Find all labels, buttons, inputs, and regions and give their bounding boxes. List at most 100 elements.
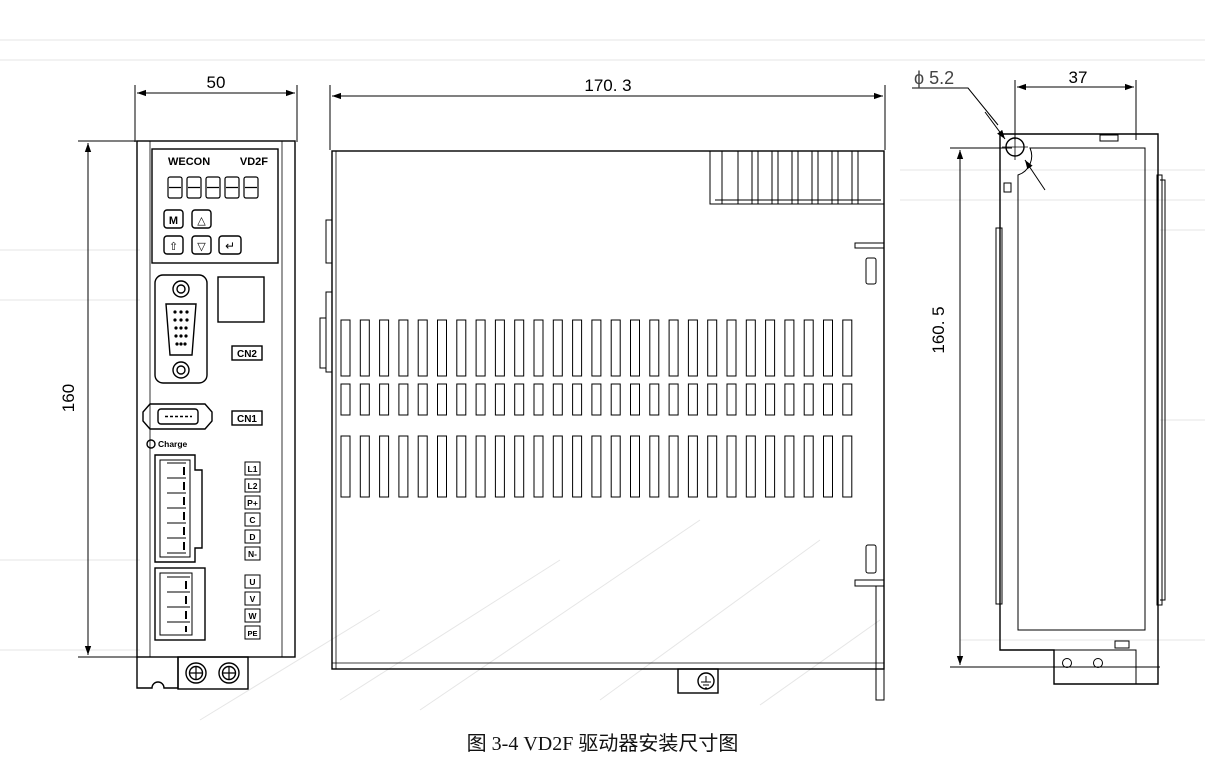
- vent-slot: [687, 383, 698, 416]
- svg-text:L2: L2: [248, 481, 258, 491]
- vent-slot: [765, 435, 776, 498]
- vent-slots: [340, 319, 853, 498]
- vent-slot: [572, 383, 583, 416]
- vent-slot: [726, 319, 737, 377]
- cn2-label: CN2: [237, 349, 257, 360]
- charge-label: Charge: [158, 439, 188, 449]
- vent-slot: [668, 319, 679, 377]
- vent-slot: [630, 319, 640, 377]
- cn1-connector: [142, 403, 213, 430]
- vent-slot: [572, 435, 583, 498]
- display-panel: [151, 148, 279, 264]
- vent-slot: [494, 435, 505, 498]
- vent-slot: [707, 435, 718, 498]
- vent-slot: [591, 383, 602, 416]
- vent-slot: [668, 383, 679, 416]
- vent-slot: [572, 319, 583, 377]
- vent-slot: [359, 435, 370, 498]
- svg-text:P+: P+: [247, 498, 258, 508]
- back-inner-panel: [1017, 147, 1146, 631]
- vent-slot: [437, 383, 447, 416]
- vent-slot: [649, 383, 660, 416]
- vent-slot: [398, 383, 409, 416]
- vent-slot: [842, 319, 853, 377]
- vent-slot: [745, 319, 756, 377]
- svg-text:PE: PE: [247, 629, 257, 638]
- vent-slot: [765, 319, 776, 377]
- side-depth-label: 170. 3: [584, 76, 631, 95]
- key-down-label: ▽: [197, 240, 206, 253]
- vent-slot: [726, 435, 737, 498]
- vent-slot: [552, 435, 563, 498]
- power-terminal-labels: L1 L2 P+ C D N-: [247, 464, 258, 559]
- cn2-label-box: [231, 345, 263, 361]
- vent-slot: [591, 435, 602, 498]
- vent-slot: [379, 435, 390, 498]
- vent-slot: [533, 383, 544, 416]
- heat-sink-fins: [709, 150, 885, 205]
- vent-slot: [514, 383, 525, 416]
- cn1-label-box: [231, 410, 263, 426]
- vent-slot: [649, 319, 660, 377]
- svg-text:U: U: [249, 577, 255, 587]
- key-up: [191, 209, 212, 229]
- vent-slot: [745, 435, 756, 498]
- svg-text:W: W: [248, 611, 257, 621]
- svg-text:V: V: [250, 594, 256, 604]
- vent-slot: [842, 383, 853, 416]
- front-mount-foot: [136, 657, 179, 689]
- label-window: [217, 276, 265, 323]
- side-body: [331, 150, 885, 670]
- back-height-label: 160. 5: [929, 306, 948, 353]
- vent-slot: [417, 319, 428, 377]
- vent-slot: [340, 383, 351, 416]
- background-pattern: [0, 39, 1205, 721]
- vent-slot: [359, 319, 370, 377]
- svg-text:L1: L1: [248, 464, 258, 474]
- ground-screw-1: [185, 662, 207, 684]
- motor-terminal-labels: U V W PE: [247, 577, 257, 638]
- cn1-label: CN1: [237, 414, 257, 425]
- svg-text:D: D: [249, 532, 255, 542]
- figure-caption: 图 3-4 VD2F 驱动器安装尺寸图: [466, 733, 739, 755]
- back-view: [912, 80, 1166, 685]
- vent-slot: [745, 383, 756, 416]
- mount-hole-label: ϕ 5.2: [914, 68, 954, 88]
- svg-text:N-: N-: [248, 549, 257, 559]
- vent-slot: [340, 435, 351, 498]
- back-plate: [999, 133, 1159, 685]
- vent-slot: [552, 383, 563, 416]
- vent-slot: [475, 319, 486, 377]
- vent-slot: [630, 383, 640, 416]
- vent-slot: [610, 435, 621, 498]
- cn2-connector: [154, 274, 208, 384]
- key-enter-label: ↵: [225, 239, 235, 253]
- vent-slot: [591, 319, 602, 377]
- key-enter: [218, 235, 242, 255]
- vent-slot: [417, 383, 428, 416]
- key-up-label: △: [197, 214, 206, 227]
- vent-slot: [456, 319, 467, 377]
- vent-slot: [398, 319, 409, 377]
- vent-slot: [359, 383, 370, 416]
- vent-slot: [707, 319, 718, 377]
- front-height-label: 160: [59, 384, 78, 412]
- vent-slot: [456, 435, 467, 498]
- power-terminal-block: [154, 454, 203, 563]
- vent-slot: [649, 435, 660, 498]
- back-width-label: 37: [1069, 68, 1088, 87]
- charge-led: [146, 439, 156, 449]
- vent-slot: [437, 435, 447, 498]
- vent-slot: [494, 383, 505, 416]
- vent-slot: [533, 435, 544, 498]
- front-body: [136, 140, 296, 658]
- vent-slot: [630, 435, 640, 498]
- vent-slot: [475, 383, 486, 416]
- ground-screw-2: [218, 662, 240, 684]
- vent-slot: [494, 319, 505, 377]
- model-label: VD2F: [240, 156, 268, 168]
- vent-slot: [533, 319, 544, 377]
- vent-slot: [456, 383, 467, 416]
- vent-slot: [668, 435, 679, 498]
